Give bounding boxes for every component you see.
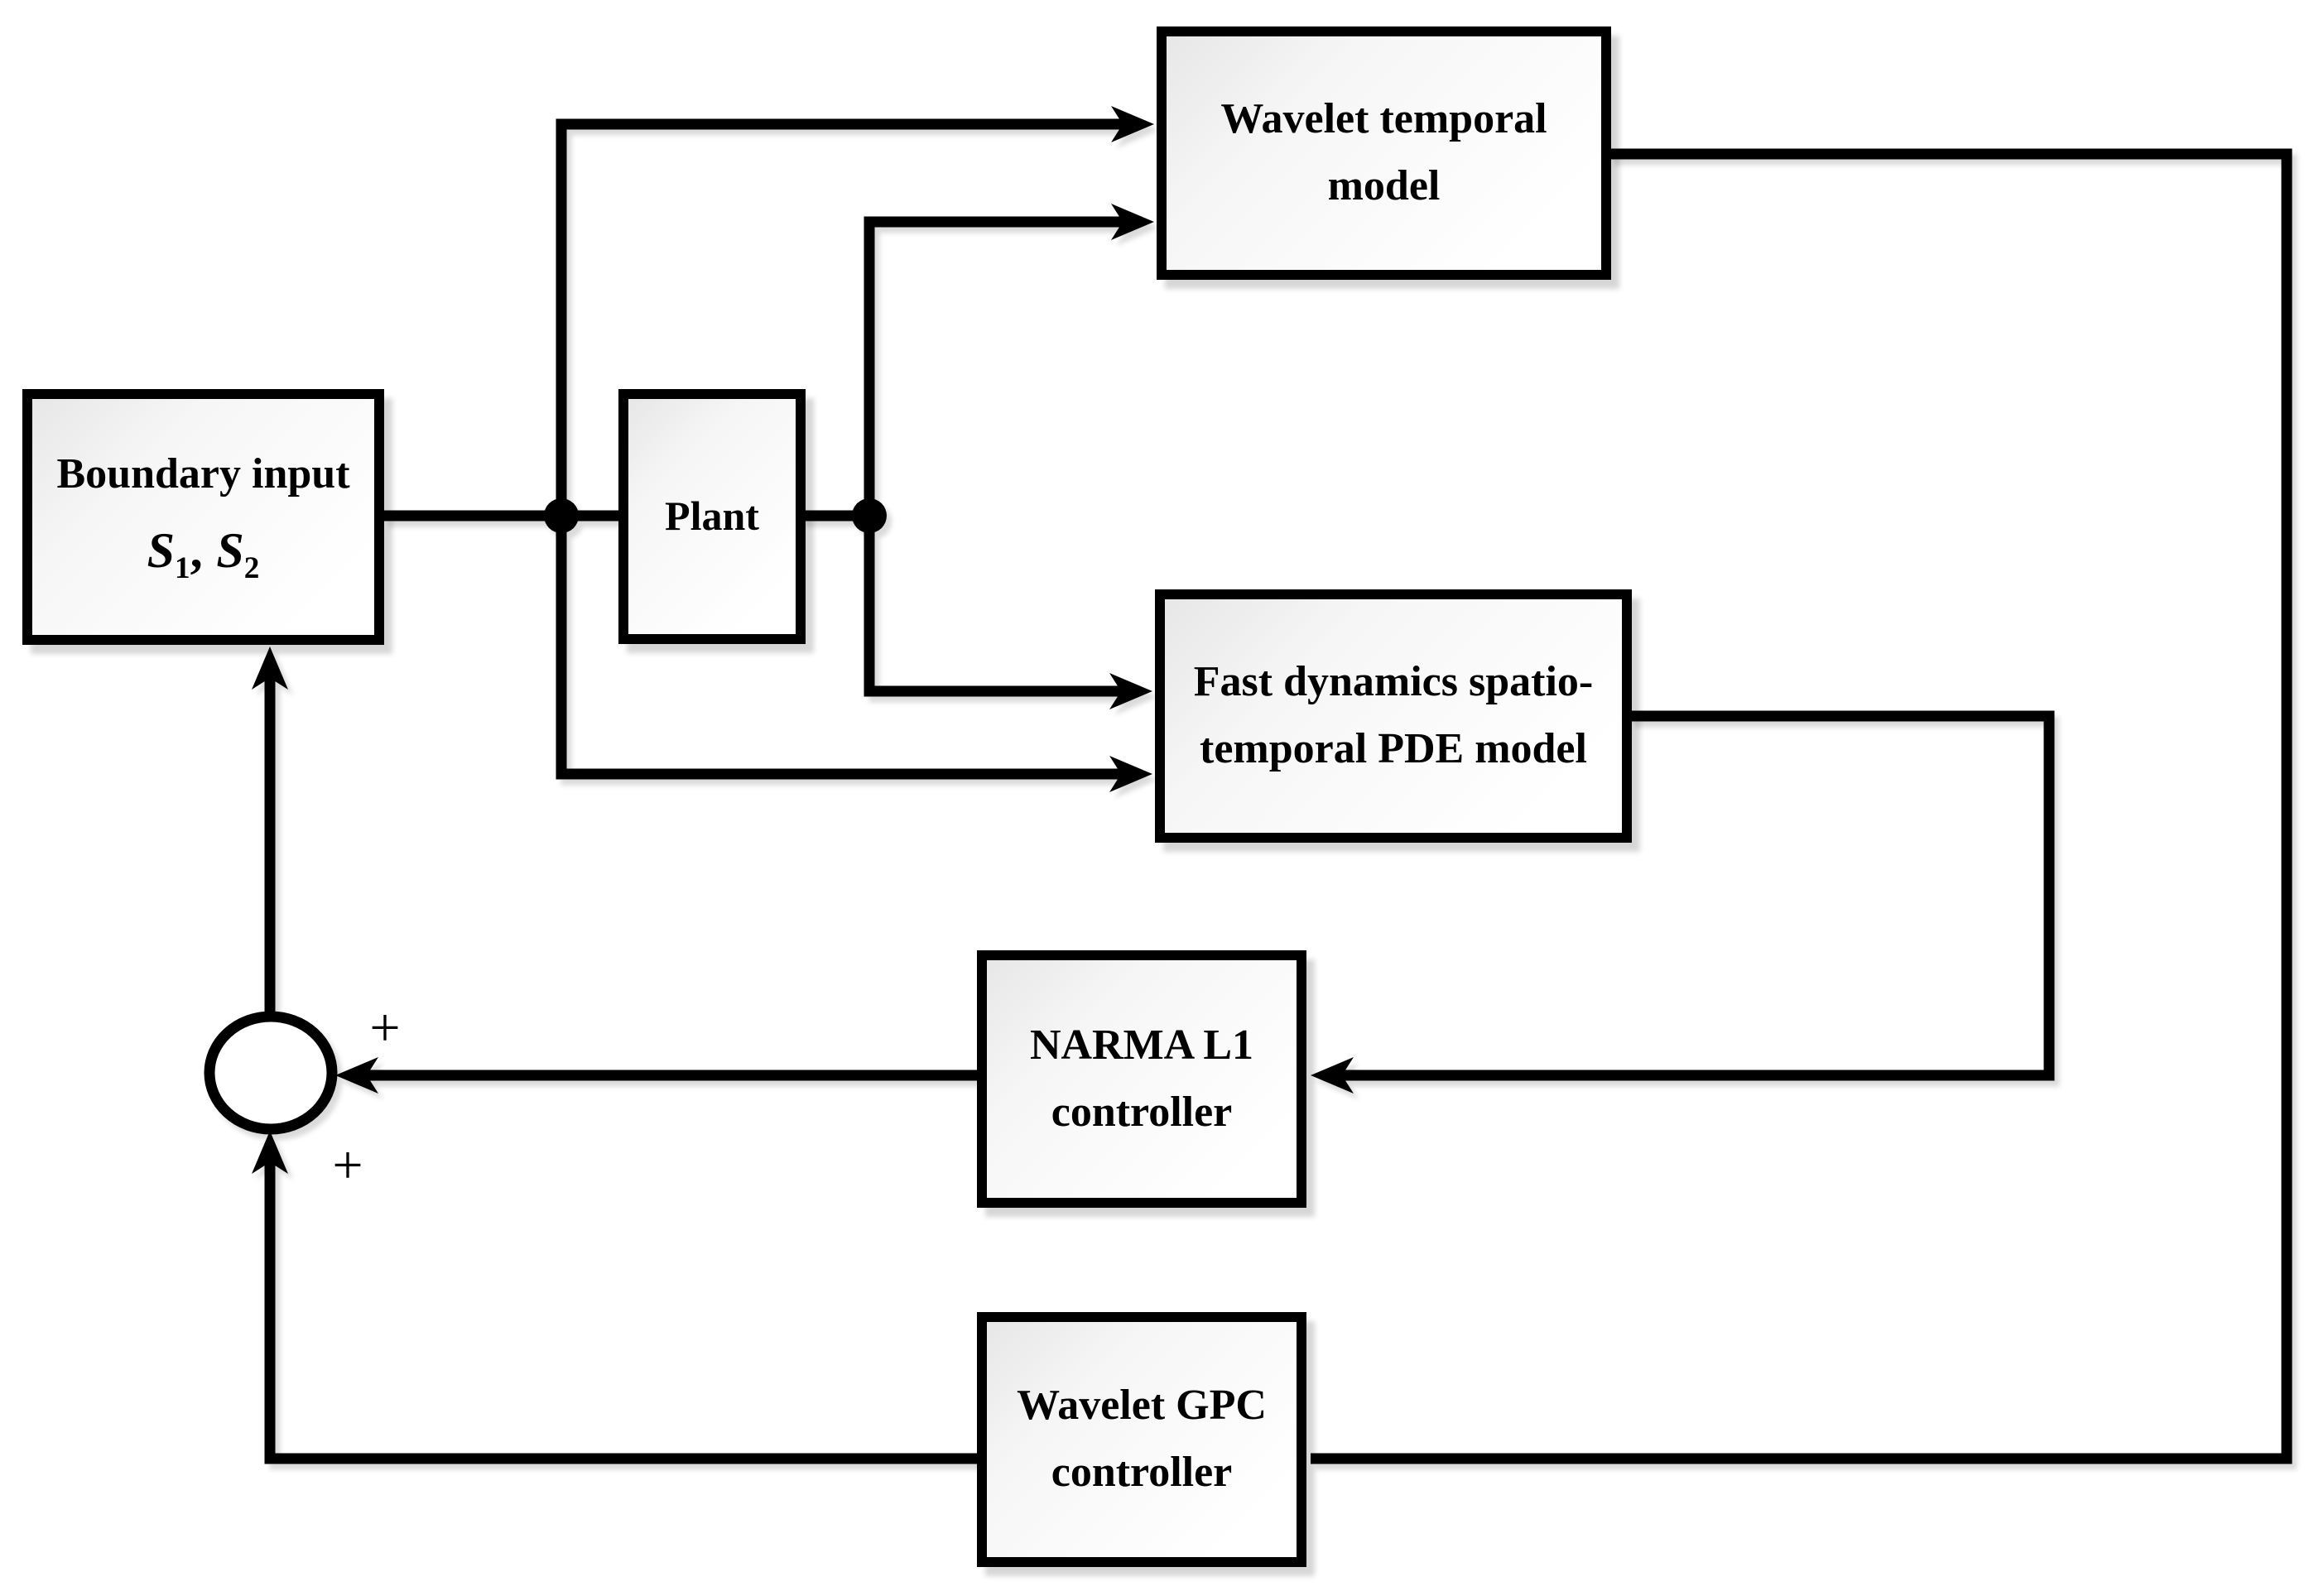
fast-pde-model-box: Fast dynamics spatio- temporal PDE model (1155, 589, 1632, 843)
boundary-signals-label: S1,S2 (147, 523, 260, 586)
fast-pde-line1: Fast dynamics spatio- (1193, 658, 1594, 706)
connector-gpc-to-sum (252, 1131, 982, 1464)
gpc-line2: controller (1051, 1449, 1233, 1496)
junction-dot-output (852, 498, 887, 533)
gpc-line1: Wavelet GPC (1017, 1382, 1267, 1430)
summing-junction (204, 1011, 338, 1135)
wavelet-temporal-line2: model (1327, 162, 1441, 209)
boundary-input-label: Boundary input (56, 449, 350, 498)
plus-sign-upper: + (369, 997, 401, 1058)
narma-line2: controller (1051, 1088, 1233, 1136)
wavelet-gpc-controller-box: Wavelet GPC controller (977, 1312, 1306, 1567)
connector-wavelet-model-to-gpc (1311, 148, 2293, 1464)
plant-label: Plant (665, 493, 759, 540)
plus-sign-lower: + (332, 1135, 363, 1195)
plant-box: Plant (618, 389, 806, 644)
connector-input-to-wavelet-model (556, 106, 1154, 516)
junction-dot-input (544, 498, 579, 533)
narma-l1-controller-box: NARMA L1 controller (977, 950, 1306, 1208)
boundary-input-box: Boundary input S1,S2 (22, 389, 384, 645)
connector-input-to-pde-model (556, 516, 1152, 792)
wavelet-temporal-line1: Wavelet temporal (1220, 95, 1547, 143)
narma-line1: NARMA L1 (1029, 1021, 1254, 1069)
connector-pde-model-to-narma (1311, 710, 2055, 1094)
fast-pde-line2: temporal PDE model (1200, 725, 1587, 772)
connector-output-to-wavelet-model (864, 204, 1154, 516)
connector-output-to-pde-model (864, 516, 1152, 709)
wavelet-temporal-model-box: Wavelet temporal model (1157, 26, 1611, 280)
